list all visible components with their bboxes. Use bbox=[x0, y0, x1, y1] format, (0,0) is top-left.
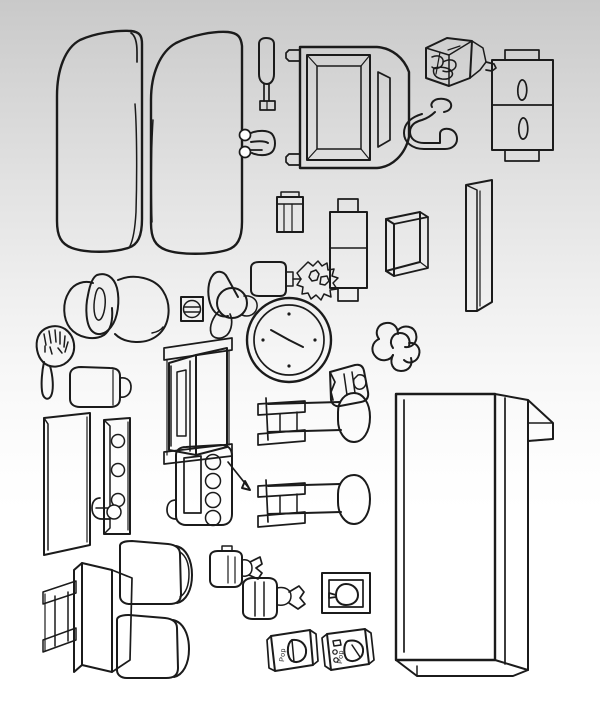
can-label-pop-1: Pop bbox=[279, 648, 287, 662]
can-label-pop-2: Pop bbox=[337, 650, 345, 664]
object-soda-can-2[interactable]: Pop bbox=[321, 628, 375, 671]
object-wall-clock bbox=[245, 296, 333, 384]
object-faucet-tap bbox=[238, 128, 276, 159]
object-screwdriver bbox=[258, 37, 276, 111]
object-framed-lamp bbox=[321, 572, 371, 614]
object-trash-bin-2 bbox=[116, 614, 190, 679]
object-mattress-right bbox=[149, 30, 244, 255]
object-spray-bottle bbox=[209, 545, 263, 588]
object-box-carton bbox=[385, 211, 429, 277]
object-scrub-brush bbox=[35, 325, 76, 400]
object-chair-side bbox=[42, 562, 133, 673]
object-wire-basket bbox=[425, 37, 497, 87]
object-flower-vase bbox=[250, 260, 339, 301]
object-burner-strip bbox=[91, 417, 131, 535]
object-board-panel bbox=[465, 179, 493, 312]
object-refrigerator bbox=[394, 392, 554, 677]
object-stool-2 bbox=[257, 474, 371, 528]
object-small-canister bbox=[276, 191, 304, 233]
object-bottle-lying bbox=[69, 366, 132, 408]
object-speaker-tower bbox=[329, 198, 368, 302]
object-mattress-left bbox=[55, 29, 144, 253]
object-soda-can-1[interactable]: Pop bbox=[266, 629, 319, 672]
object-microwave bbox=[285, 45, 411, 170]
object-stool-1 bbox=[257, 392, 371, 446]
object-lotion-bottle bbox=[242, 577, 306, 620]
object-stove-top bbox=[166, 444, 251, 527]
object-water-dispenser bbox=[491, 49, 554, 162]
object-toilet-bowl bbox=[63, 273, 170, 343]
object-hair-dryer bbox=[207, 270, 258, 339]
object-outlet-plate bbox=[180, 296, 204, 322]
object-trash-bin-1 bbox=[119, 540, 193, 605]
object-door-handle bbox=[403, 97, 458, 150]
object-tube-squeeze bbox=[329, 363, 370, 408]
object-mirror-panel bbox=[43, 412, 91, 556]
object-flower-cluster bbox=[371, 321, 421, 372]
